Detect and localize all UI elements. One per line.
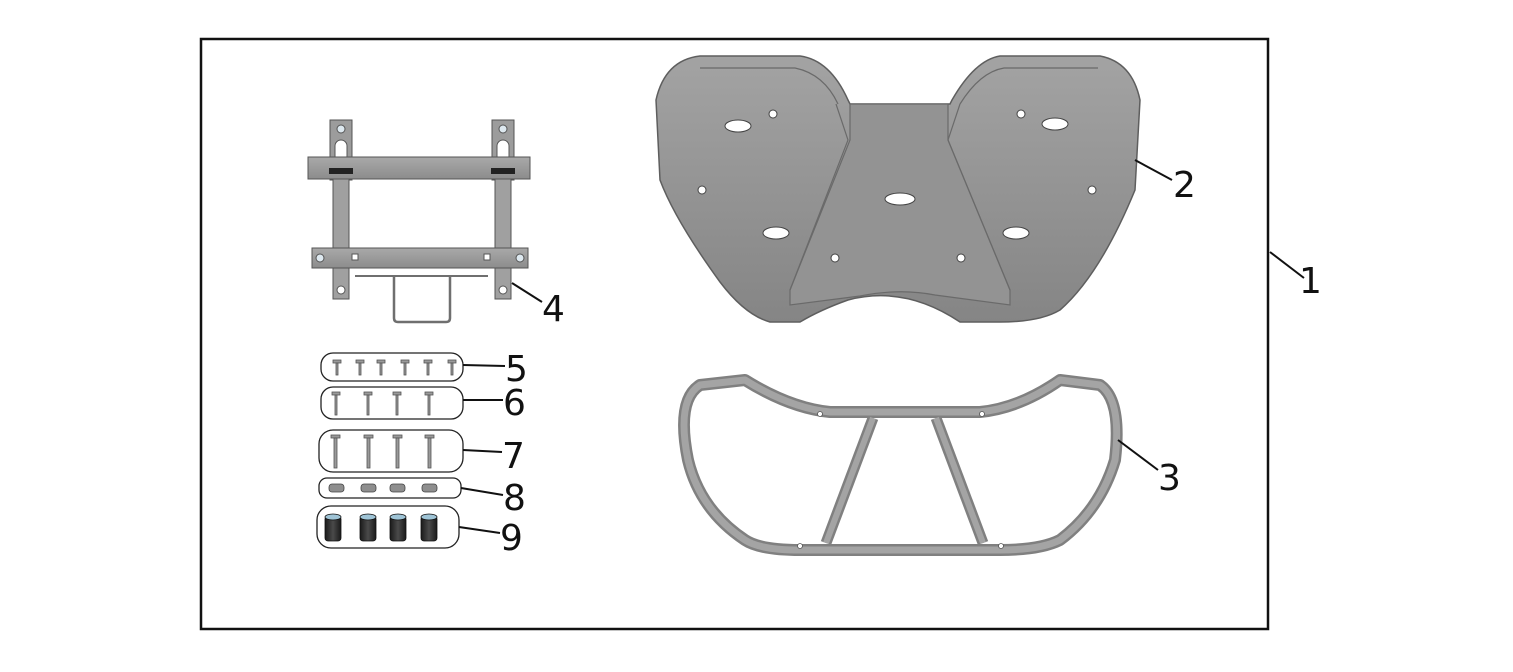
callout-5: 5: [505, 349, 528, 390]
assembly-frame: [199, 37, 1270, 631]
callout-3: 3: [1158, 458, 1181, 499]
callout-7: 7: [502, 436, 525, 477]
part-spacers: [316, 505, 460, 549]
leader-line-1: [1269, 251, 1305, 279]
leader-line-5: [462, 364, 506, 367]
callout-9: 9: [500, 518, 523, 559]
part-rail-frame: [678, 374, 1123, 556]
part-short-bolts: [320, 352, 464, 382]
leader-line-7: [462, 449, 503, 453]
part-medium-bolts: [320, 386, 464, 420]
callout-4: 4: [542, 289, 565, 330]
leader-line-4: [511, 282, 543, 303]
callout-2: 2: [1173, 165, 1196, 206]
leader-line-8: [460, 487, 504, 496]
callout-6: 6: [503, 383, 526, 424]
part-rack-plate: [655, 55, 1141, 323]
part-long-bolts: [318, 429, 464, 473]
leader-line-2: [1134, 159, 1173, 181]
callout-1: 1: [1299, 261, 1322, 302]
part-mounting-bracket: [307, 119, 531, 324]
leader-line-9: [458, 526, 501, 534]
callout-8: 8: [503, 478, 526, 519]
leader-line-3: [1117, 439, 1159, 471]
part-washers: [318, 477, 462, 499]
